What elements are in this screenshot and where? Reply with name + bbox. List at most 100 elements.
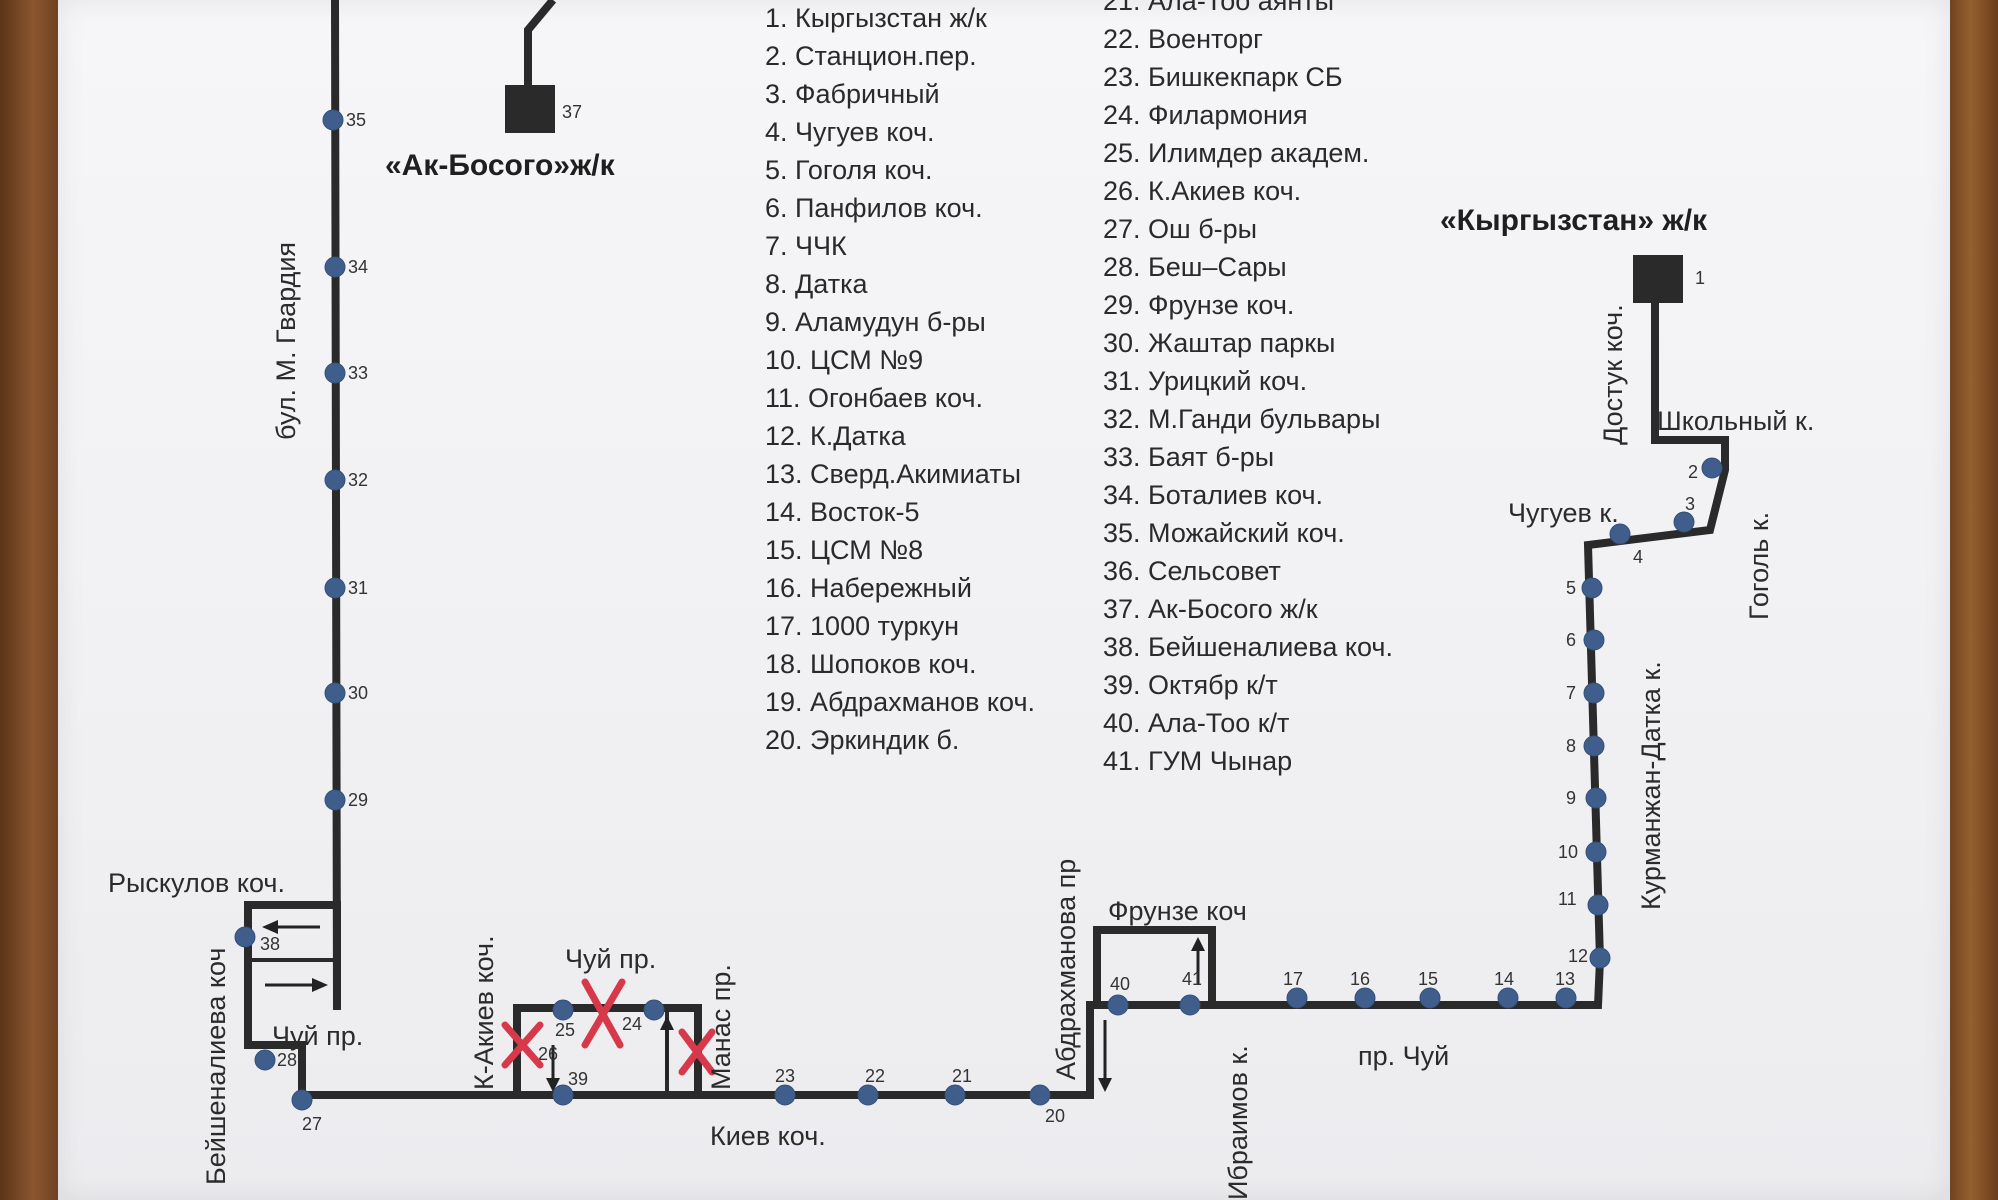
arrow-head [1191, 937, 1205, 951]
street-chuy-right: пр. Чуй [1358, 1041, 1449, 1071]
stop-29-num: 29 [348, 790, 368, 810]
legend-item: 12. К.Датка [765, 421, 907, 451]
stop-12-num: 12 [1568, 946, 1588, 966]
arrow-head [1098, 1078, 1112, 1092]
wood-table-right [1948, 0, 1998, 1200]
stop-29 [324, 789, 346, 811]
legend-item: 26. К.Акиев коч. [1103, 176, 1301, 206]
stop-28 [254, 1049, 276, 1071]
stop-13-num: 13 [1555, 969, 1575, 989]
stop-12 [1589, 947, 1611, 969]
arrow-head [312, 978, 328, 992]
stop-26-num: 26 [538, 1044, 558, 1064]
stop-15 [1419, 987, 1441, 1009]
cancelled-stop-25 [581, 978, 626, 1049]
street-gogol: Гоголь к. [1744, 512, 1774, 620]
terminal-ak-bosogo-label: «Ак-Босого»ж/к [385, 149, 616, 182]
route-map-sheet [58, 0, 1950, 1200]
stop-22-num: 22 [865, 1066, 885, 1086]
stop-14-num: 14 [1494, 969, 1514, 989]
legend-item: 34. Боталиев коч. [1103, 480, 1323, 510]
stop-9-num: 9 [1566, 788, 1576, 808]
stop-25 [552, 999, 574, 1021]
stop-41 [1179, 994, 1201, 1016]
legend-item: 25. Илимдер академ. [1103, 138, 1369, 168]
legend-item: 2. Станцион.пер. [765, 41, 977, 71]
stop-22 [857, 1084, 879, 1106]
stop-legend: 1. Кыргызстан ж/к2. Станцион.пер.3. Фабр… [765, 0, 1393, 776]
stop-8 [1583, 735, 1605, 757]
stop-40 [1107, 994, 1129, 1016]
stop-11-num: 11 [1558, 889, 1577, 909]
street-dostuk: Достук коч. [1598, 304, 1628, 445]
stop-7 [1583, 682, 1605, 704]
legend-item: 3. Фабричный [765, 79, 940, 109]
wood-table-left [0, 0, 60, 1200]
stop-24 [643, 999, 665, 1021]
legend-item: 14. Восток-5 [765, 497, 919, 527]
stop-6 [1583, 629, 1605, 651]
stop-15-num: 15 [1418, 969, 1438, 989]
legend-item: 37. Ак-Босого ж/к [1103, 594, 1318, 624]
street-kurmanzhan: Курманжан-Датка к. [1636, 661, 1666, 910]
stop-2 [1701, 457, 1723, 479]
terminal-kyrgyzstan-num: 1 [1695, 268, 1705, 288]
stop-30 [324, 682, 346, 704]
street-ibraimov: Ибраимов к. [1223, 1045, 1253, 1200]
stop-40-num: 40 [1110, 974, 1130, 994]
stop-27 [291, 1089, 313, 1111]
route-main-line [244, 0, 1729, 1099]
legend-item: 8. Датка [765, 269, 868, 299]
stop-3-num: 3 [1685, 494, 1695, 514]
stop-39-num: 39 [568, 1069, 588, 1089]
stop-39 [552, 1084, 574, 1106]
stop-6-num: 6 [1566, 630, 1576, 650]
stop-2-num: 2 [1688, 462, 1698, 482]
street-chuy-left: Чуй пр. [272, 1021, 363, 1051]
legend-item: 31. Урицкий коч. [1103, 366, 1307, 396]
arrow-head [262, 920, 278, 934]
stop-23 [774, 1084, 796, 1106]
stop-8-num: 8 [1566, 736, 1576, 756]
legend-item: 9. Аламудун б-ры [765, 307, 986, 337]
stop-14 [1497, 987, 1519, 1009]
cancelled-stop-26 [501, 1021, 544, 1069]
legend-item: 41. ГУМ Чынар [1103, 746, 1292, 776]
terminal-ak-bosogo-num: 37 [562, 102, 582, 122]
street-bul-gvardia: бул. М. Гвардия [271, 242, 301, 440]
stop-9 [1585, 787, 1607, 809]
legend-item: 24. Филармония [1103, 100, 1308, 130]
arrow-head [546, 1078, 560, 1092]
street-ryskulov: Рыскулов коч. [108, 868, 285, 898]
stop-21 [944, 1084, 966, 1106]
route-frunze-loop [1093, 926, 1216, 1005]
stop-16-num: 16 [1350, 969, 1370, 989]
stop-34-num: 34 [348, 257, 368, 277]
stop-30-num: 30 [348, 683, 368, 703]
stop-13 [1555, 987, 1577, 1009]
legend-item: 30. Жаштар паркы [1103, 328, 1335, 358]
street-shkolny: Школьный к. [1657, 406, 1814, 436]
street-k-akiev: К-Акиев коч. [469, 935, 499, 1090]
stop-4-num: 4 [1633, 547, 1643, 567]
legend-item: 33. Баят б-ры [1103, 442, 1274, 472]
legend-item: 36. Сельсовет [1103, 556, 1281, 586]
stop-27-num: 27 [302, 1114, 322, 1134]
arrow-head [660, 1016, 674, 1030]
stop-28-num: 28 [277, 1050, 297, 1070]
stop-5 [1581, 577, 1603, 599]
stop-38-num: 38 [260, 934, 280, 954]
legend-item: 17. 1000 туркун [765, 611, 959, 641]
legend-item: 29. Фрунзе коч. [1103, 290, 1294, 320]
street-chuy-mid: Чуй пр. [565, 944, 656, 974]
stop-4 [1609, 523, 1631, 545]
street-frunze: Фрунзе коч [1108, 896, 1247, 926]
route-spur-ak-bosogo [524, 0, 557, 90]
legend-item: 15. ЦСМ №8 [765, 535, 923, 565]
stop-5-num: 5 [1566, 578, 1576, 598]
legend-item: 5. Гоголя коч. [765, 155, 933, 185]
legend-item: 40. Ала-Тоо к/т [1103, 708, 1289, 738]
stop-32-num: 32 [348, 470, 368, 490]
legend-item: 32. М.Ганди бульвары [1103, 404, 1380, 434]
